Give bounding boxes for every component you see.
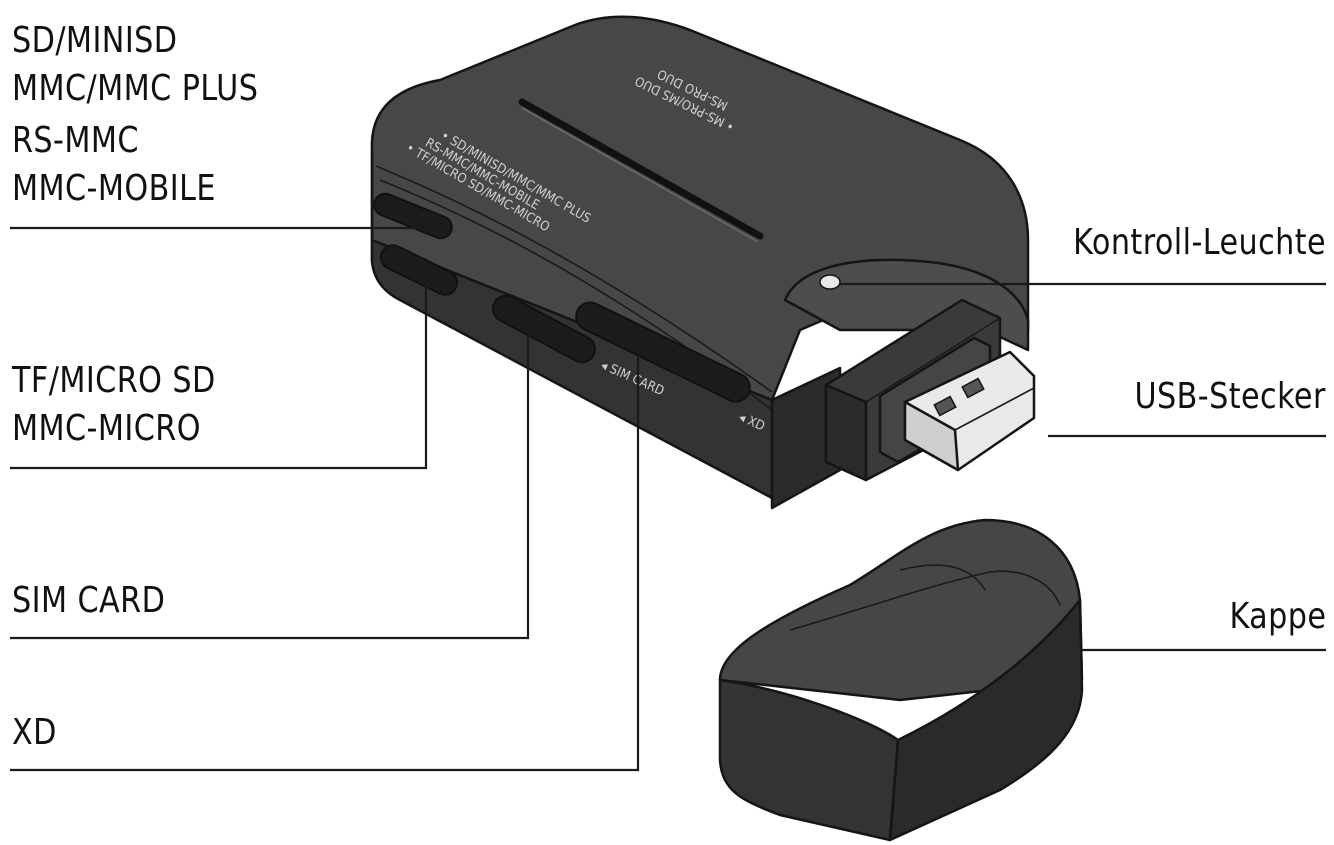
cap bbox=[718, 518, 1084, 842]
reader-side-face bbox=[770, 366, 842, 510]
indicator-led bbox=[819, 274, 841, 290]
xd-slot bbox=[575, 301, 751, 403]
cap-front bbox=[718, 678, 900, 842]
leader-sim-card bbox=[10, 325, 530, 640]
micro-sd-slot bbox=[379, 244, 459, 296]
sd-slot bbox=[373, 192, 453, 240]
cap-side bbox=[888, 598, 1084, 842]
label-sd-minisd: SD/MINISD bbox=[12, 20, 178, 61]
label-rs-mmc: RS-MMC bbox=[12, 120, 139, 161]
cap-top bbox=[718, 518, 1084, 702]
ms-slot bbox=[518, 98, 764, 240]
label-mmc-micro: MMC-MICRO bbox=[12, 408, 201, 449]
label-mmc-plus: MMC/MMC PLUS bbox=[12, 68, 259, 109]
leader-micro-group bbox=[10, 276, 428, 470]
sim-slot bbox=[492, 294, 596, 364]
usb-plug bbox=[824, 298, 1036, 482]
leader-lines bbox=[10, 226, 1326, 772]
label-kontroll-leuchte: Kontroll-Leuchte bbox=[1073, 222, 1326, 263]
label-mmc-mobile: MMC-MOBILE bbox=[12, 168, 216, 209]
label-tf-micro-sd: TF/MICRO SD bbox=[12, 360, 216, 401]
usb-hole-2 bbox=[961, 377, 985, 399]
label-xd: XD bbox=[12, 712, 57, 753]
label-kappe: Kappe bbox=[1229, 596, 1326, 637]
label-usb-stecker: USB-Stecker bbox=[1134, 376, 1326, 417]
leader-xd bbox=[10, 355, 640, 772]
usb-hole-1 bbox=[933, 395, 957, 417]
label-sim-card: SIM CARD bbox=[12, 580, 166, 621]
